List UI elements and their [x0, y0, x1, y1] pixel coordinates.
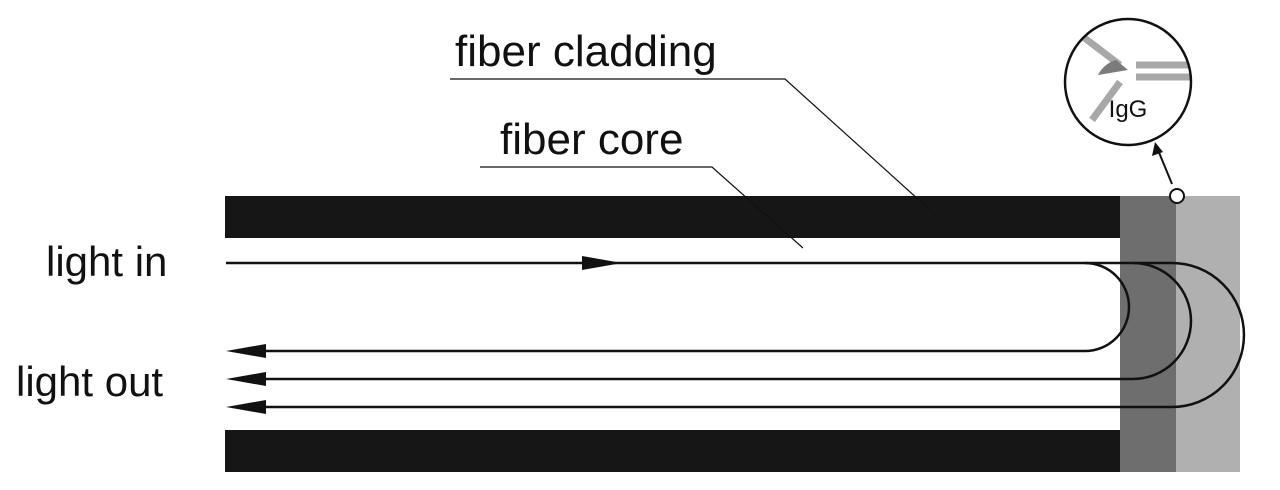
fiber-core-label: fiber core	[500, 115, 683, 164]
fiber-cladding-label: fiber cladding	[455, 27, 717, 76]
zoom-circle-outline	[1063, 17, 1193, 147]
light-ray-middle	[262, 261, 1193, 381]
arrow-light-out-2-icon	[226, 372, 266, 386]
light-in-label: light in	[46, 238, 167, 285]
leader-lines	[450, 78, 931, 249]
light-in-ray	[226, 261, 1131, 353]
arrow-light-out-1-icon	[226, 344, 266, 358]
igg-label: IgG	[1109, 96, 1148, 123]
light-out-label: light out	[16, 358, 163, 405]
zoom-pointer-line	[1157, 149, 1173, 185]
outer-coating-layer	[1176, 196, 1240, 472]
cladding-leader-line	[450, 78, 931, 211]
light-ray-outer	[262, 261, 1246, 409]
fiber-cladding-top	[225, 196, 1120, 238]
fiber-cladding-bottom	[225, 430, 1120, 472]
zoom-pointer-arrow-icon	[1152, 142, 1163, 156]
core-leader-line	[480, 166, 804, 249]
antibody-marker	[1169, 188, 1185, 204]
arrow-light-in-icon	[582, 256, 622, 270]
inner-coating-layer	[1120, 196, 1176, 472]
arrow-light-out-3-icon	[226, 400, 266, 414]
antibody-zoom-inset: IgG	[1063, 17, 1193, 147]
light-paths	[226, 261, 1246, 409]
